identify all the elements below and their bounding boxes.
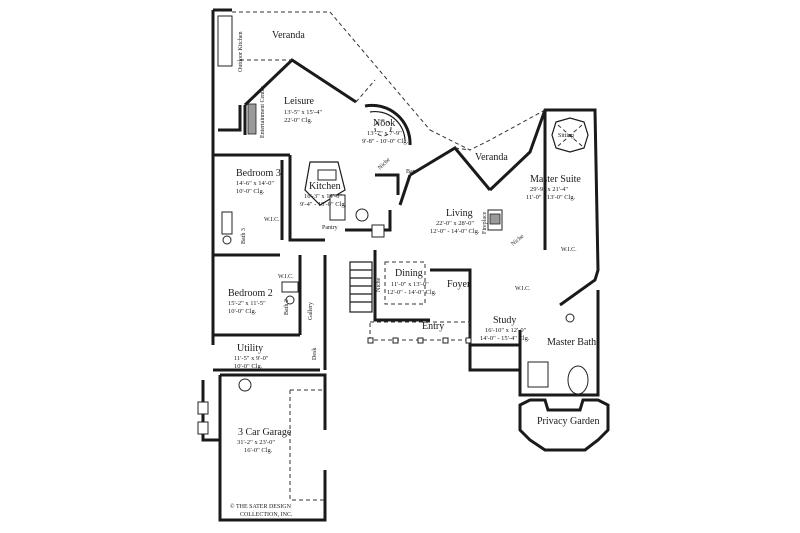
gallery-label: Gallery xyxy=(308,302,314,320)
utility-label: Utility xyxy=(237,343,263,354)
kitchen-label: Kitchen xyxy=(309,181,341,192)
bath3-label: Bath 3 xyxy=(241,228,247,244)
master-suite-label: Master Suite xyxy=(530,174,581,185)
wic-master-label: W.I.C. xyxy=(561,247,577,253)
sitting-label: Sitting xyxy=(558,133,574,139)
dining-label: Dining xyxy=(395,268,423,279)
veranda-top-label: Veranda xyxy=(272,30,305,41)
entry-label: Entry xyxy=(422,321,444,332)
garage-dims: 31'-2" x 23'-0" xyxy=(237,439,275,446)
wic-bed2-label: W.I.C. xyxy=(278,274,294,280)
master-bath-label: Master Bath xyxy=(547,337,596,348)
entertainment-center-label: Entertainment Center xyxy=(260,87,266,138)
entry-colonnade xyxy=(367,321,472,344)
entertainment-center xyxy=(247,103,257,135)
kitchen-dims: 16'-3" x 14'-6" xyxy=(304,193,342,200)
garage-doors xyxy=(289,389,325,501)
bedroom3-label: Bedroom 3 xyxy=(236,168,281,179)
privacy-garden-outline xyxy=(518,398,610,452)
study-dims: 16'-10" x 12'-0" xyxy=(485,327,527,334)
nook-bay xyxy=(364,103,412,146)
study-label: Study xyxy=(493,315,516,326)
garage-label: 3 Car Garage xyxy=(238,427,292,438)
bedroom2-label: Bedroom 2 xyxy=(228,288,273,299)
dining-table xyxy=(384,261,426,305)
living-label: Living xyxy=(446,208,473,219)
fireplace-block xyxy=(487,209,503,231)
veranda-mid-label: Veranda xyxy=(475,152,508,163)
garage-clg: 16'-0" Clg. xyxy=(244,447,273,454)
fireplace-label: Fireplace xyxy=(482,211,488,234)
bar-label: Bar xyxy=(406,169,415,175)
wic-master2-label: W.I.C. xyxy=(515,286,531,292)
outdoor-kitchen-label: Outdoor Kitchen xyxy=(238,32,244,73)
kitchen-fixtures xyxy=(304,161,385,238)
bedroom2-clg: 10'-0" Clg. xyxy=(228,308,257,315)
bath2-label: Bath 2 xyxy=(284,299,290,315)
master-suite-clg: 11'-0" - 13'-0" Clg. xyxy=(526,194,576,201)
utility-clg: 10'-0" Clg. xyxy=(234,363,263,370)
desk-label: Desk xyxy=(312,348,318,360)
study-clg: 14'-0" - 15'-4" Clg. xyxy=(480,335,530,342)
dining-clg: 12'-0" - 14'-0" Clg. xyxy=(387,289,437,296)
bedroom2-dims: 15'-2" x 11'-5" xyxy=(228,300,266,307)
niche-mid-label: Niche xyxy=(510,234,525,248)
veranda-outlines xyxy=(232,11,546,151)
nook-dims: 13'-7" x 7'-9" xyxy=(367,130,402,137)
sitting-octagon xyxy=(551,117,589,153)
bedroom3-clg: 10'-0" Clg. xyxy=(236,188,265,195)
nook-clg: 9'-8" - 10'-0" Clg. xyxy=(362,138,409,145)
utility-dims: 11'-5" x 9'-0" xyxy=(234,355,269,362)
leisure-label: Leisure xyxy=(284,96,315,107)
leisure-clg: 22'-0" Clg. xyxy=(284,117,313,124)
foyer-label: Foyer xyxy=(447,279,471,290)
master-suite-dims: 29'-9" x 21'-4" xyxy=(530,186,568,193)
stairs xyxy=(349,261,373,313)
outdoor-kitchen-counter xyxy=(217,15,233,67)
bedroom3-dims: 14'-6" x 14'-0" xyxy=(236,180,274,187)
kitchen-clg: 9'-4" - 10'-0" Clg. xyxy=(300,201,347,208)
bath-fixtures xyxy=(197,211,589,435)
wic-bed3-label: W.I.C. xyxy=(264,217,280,223)
niche-dining-label: Niche xyxy=(376,277,382,292)
dining-dims: 11'-0" x 13'-0" xyxy=(391,281,429,288)
leisure-dims: 13'-5" x 15'-4" xyxy=(284,109,322,116)
living-clg: 12'-0" - 14'-0" Clg. xyxy=(430,228,480,235)
copyright-line2: COLLECTION, INC. xyxy=(240,512,293,518)
pantry-label: Pantry xyxy=(322,225,338,231)
privacy-garden-label: Privacy Garden xyxy=(537,416,599,427)
niche-top-label: Niche xyxy=(377,157,392,172)
living-dims: 22'-0" x 28'-0" xyxy=(436,220,474,227)
nook-label: Nook xyxy=(373,118,395,129)
copyright-line1: © THE SATER DESIGN xyxy=(230,503,292,510)
